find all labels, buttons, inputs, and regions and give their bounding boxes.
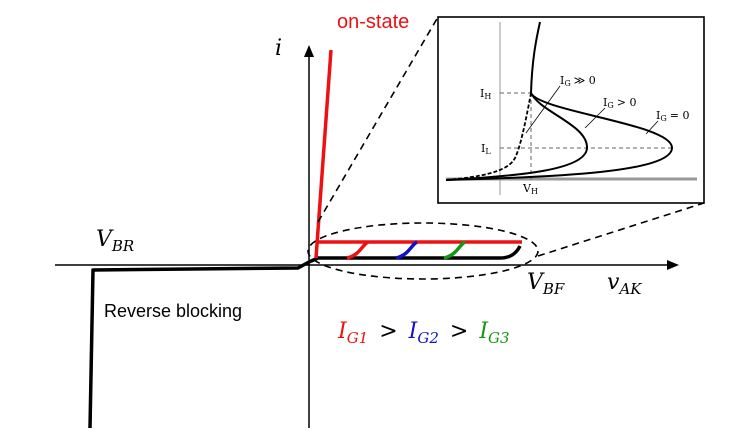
- inset-label-ig-much-greater: IG≫ 0: [560, 74, 596, 88]
- v-bf-label: VBF: [527, 270, 565, 298]
- reverse-blocking-label: Reverse blocking: [104, 301, 242, 321]
- inset-curve-ig-greater: [445, 92, 589, 181]
- inset-label-ig-zero: IG= 0: [656, 109, 689, 123]
- inset-on-state-curve: [530, 21, 541, 94]
- zoom-ellipse: [307, 222, 539, 280]
- inset-ih-label: IH: [480, 87, 491, 101]
- ig1-transition-curve: [346, 240, 369, 260]
- leader-ig-greater: [584, 107, 606, 129]
- inset-curve-ig-much-greater: [445, 92, 532, 181]
- forward-blocking-curve: [308, 245, 522, 264]
- on-state-line: [314, 49, 333, 259]
- inset-vh-label: VH: [522, 182, 538, 196]
- ig3-transition-curve: [443, 240, 466, 260]
- inset-curve-ig-zero: [445, 92, 674, 181]
- zoom-connector-bottom: [537, 202, 705, 257]
- leader-ig-zero: [645, 120, 659, 135]
- inset-label-ig-greater: IG> 0: [603, 96, 636, 110]
- ig2-transition-curve: [395, 240, 418, 260]
- gate-current-relation: IG1 > IG2 > IG3: [337, 319, 510, 349]
- on-state-label: on-state: [337, 11, 409, 33]
- v-br-label: VBR: [96, 227, 134, 255]
- inset-zoom-panel: IH IL VH IG≫ 0 IG> 0 IG= 0: [437, 16, 705, 204]
- inset-il-label: IL: [481, 142, 491, 156]
- x-axis-label: vAK: [607, 270, 642, 298]
- leader-ig-much-greater: [525, 85, 561, 134]
- zoom-connector-top: [317, 16, 439, 223]
- reverse-blocking-curve: [88, 260, 310, 429]
- y-axis-label: i: [275, 36, 282, 61]
